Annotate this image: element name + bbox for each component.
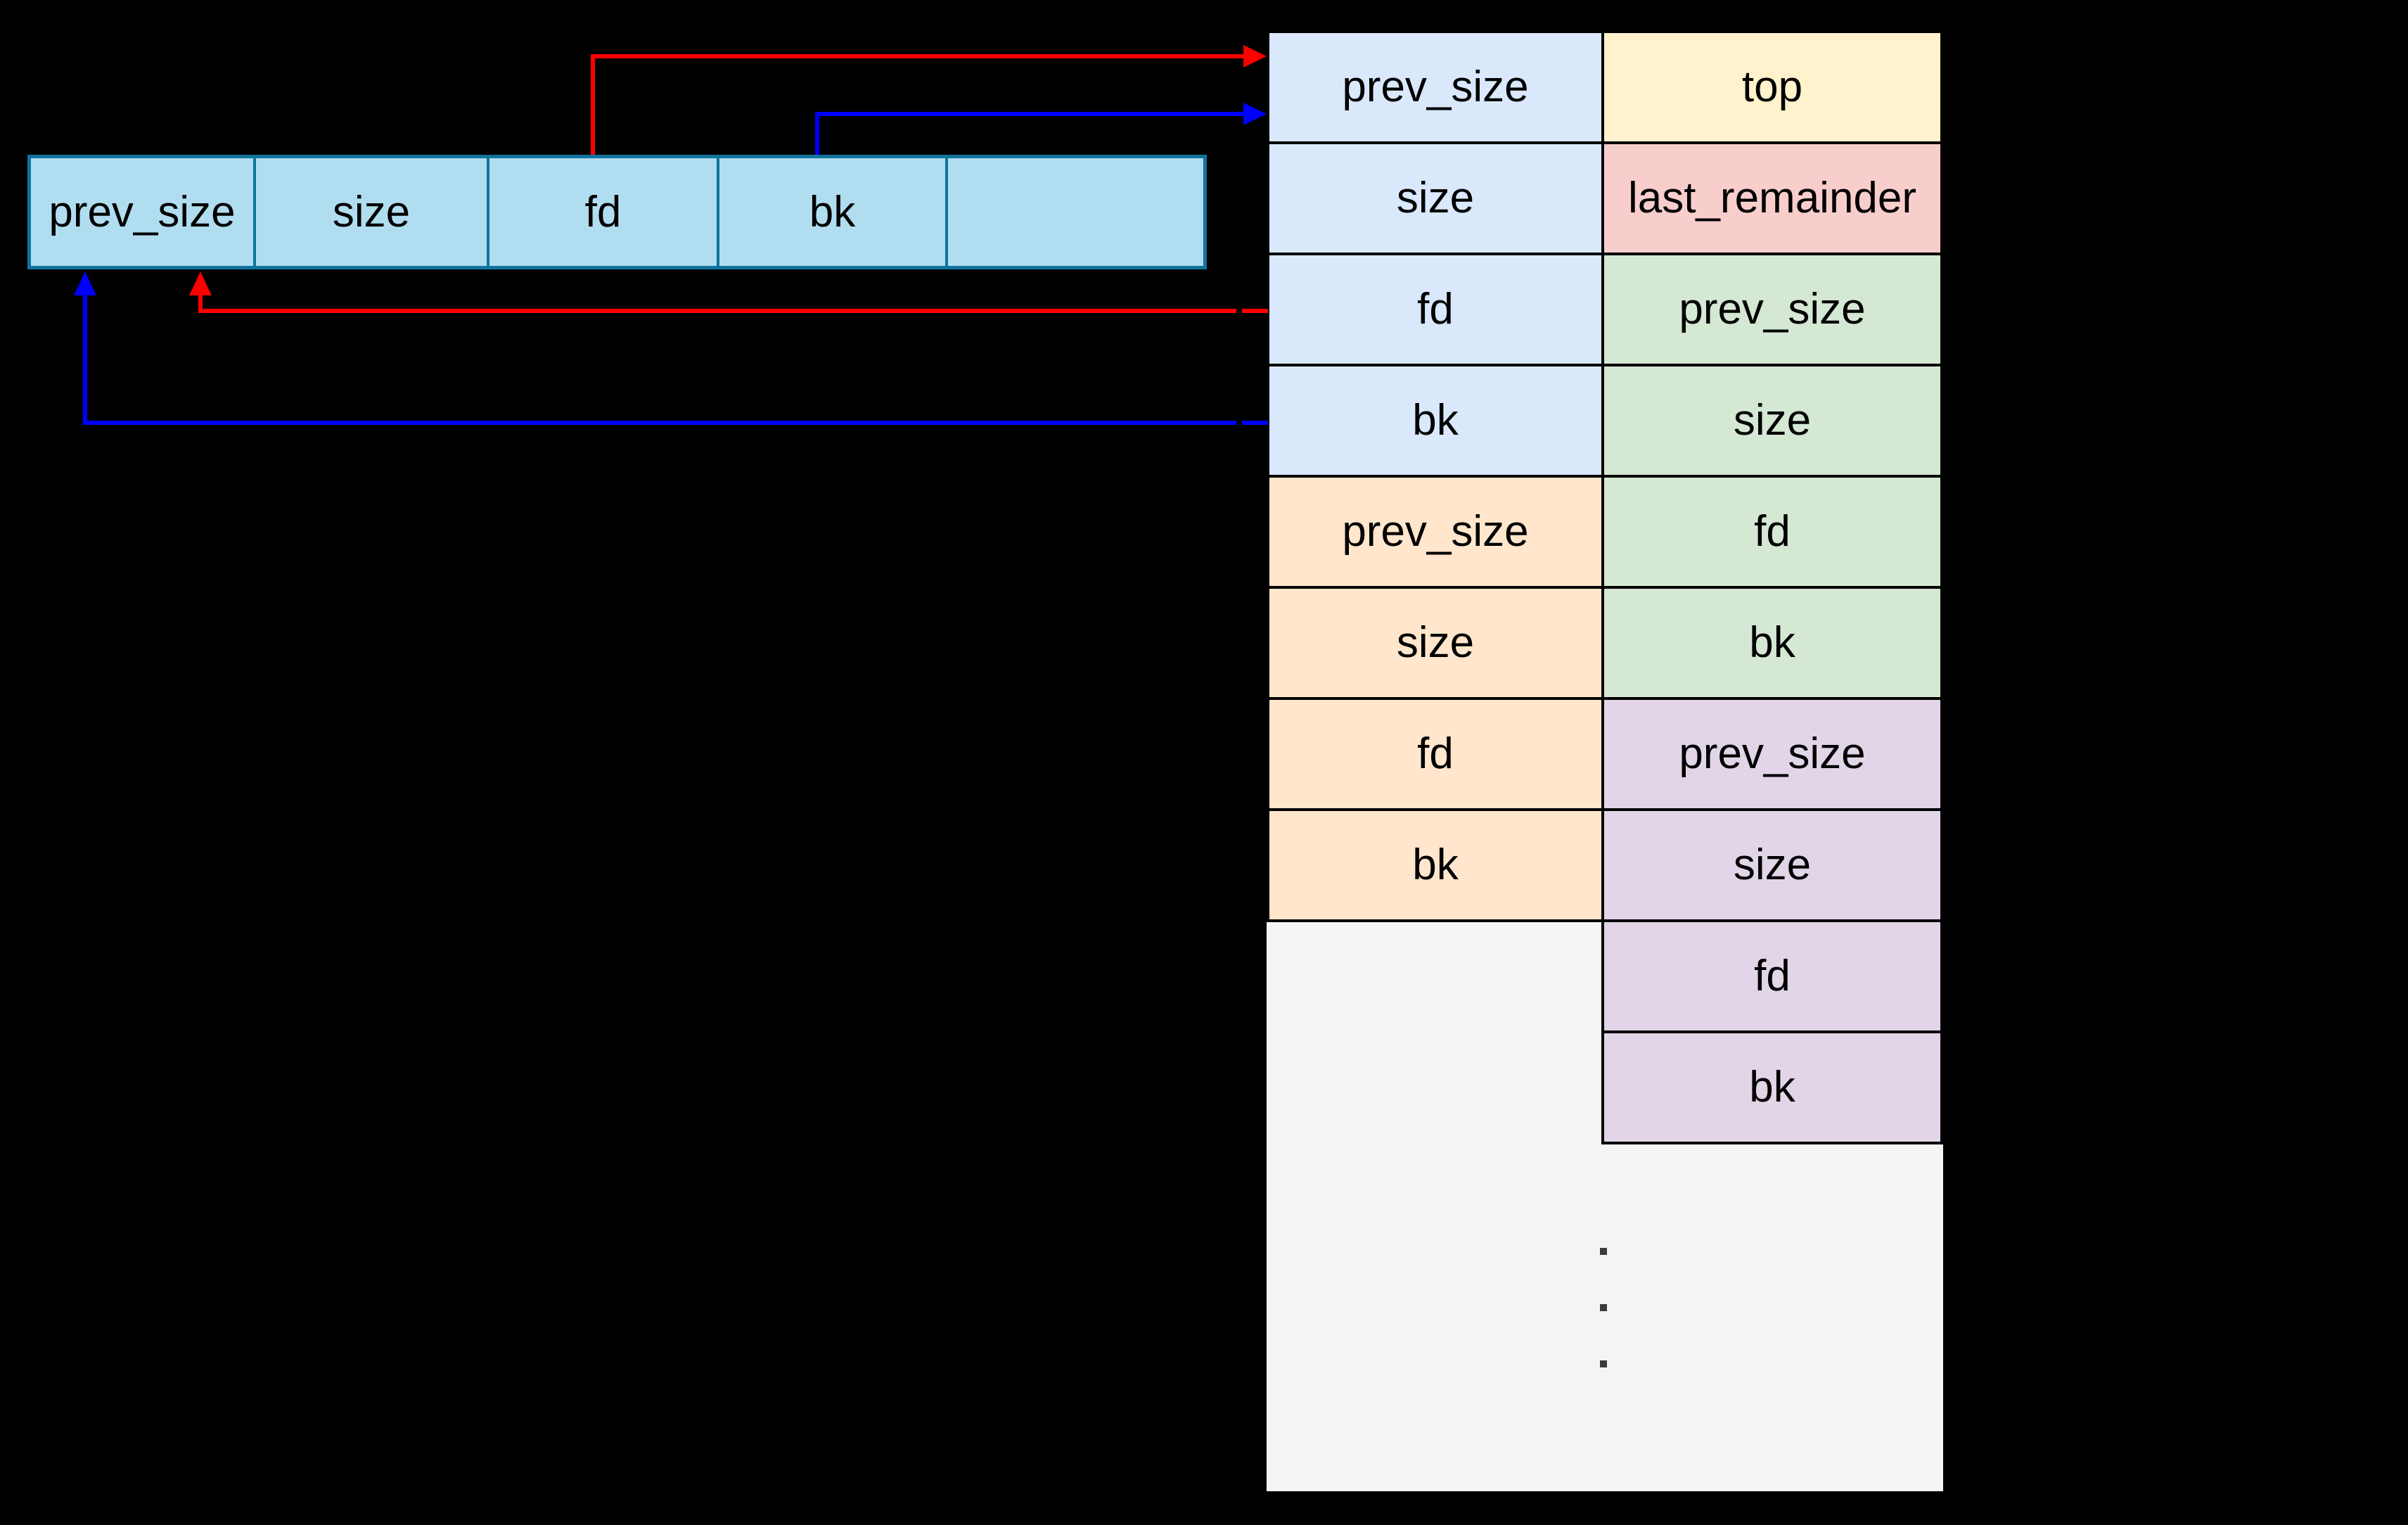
- chunk-cell-prev-size: prev_size: [49, 187, 236, 236]
- bin-left-cell-size: size: [1267, 586, 1604, 700]
- bin-right-cell-fd: fd: [1601, 475, 1943, 589]
- bin-left-cell-prev-size: prev_size: [1267, 475, 1604, 589]
- bin-left-cell-fd: fd: [1267, 253, 1604, 366]
- bin-right-cell-fd: fd: [1601, 919, 1943, 1033]
- bin-right-cell-bk: bk: [1601, 586, 1943, 700]
- chunk-cell-fd: fd: [487, 158, 717, 266]
- bin-left-cell-fd: fd: [1267, 697, 1604, 811]
- bin-left-cell-bk: bk: [1267, 808, 1604, 922]
- arrow-chunk-bk-to-bin: [815, 103, 1267, 155]
- chunk-cell-size: size: [253, 158, 487, 266]
- arrow-chunk-fd-to-bin: [591, 45, 1267, 155]
- bin-left-cell-prev-size: prev_size: [1267, 30, 1604, 144]
- arrow-bin-fd-to-chunk: [189, 272, 1268, 313]
- bin-right-cell-last-remainder: last_remainder: [1601, 141, 1943, 255]
- bin-left-cell-bk: bk: [1267, 364, 1604, 478]
- ellipsis-dot: [1600, 1304, 1607, 1311]
- bin-right-cell-prev-size: prev_size: [1601, 253, 1943, 366]
- bin-column-left: prev_size size fd bk prev_size size fd b…: [1267, 30, 1604, 922]
- arrow-bin-bk-to-chunk: [74, 272, 1268, 425]
- bin-right-cell-bk: bk: [1601, 1031, 1943, 1144]
- free-chunk: prev_size size fd bk: [27, 155, 1207, 269]
- chunk-cell-bk: bk: [717, 158, 945, 266]
- bin-right-cell-prev-size: prev_size: [1601, 697, 1943, 811]
- bin-right-cell-size: size: [1601, 808, 1943, 922]
- ellipsis-dot: [1600, 1360, 1607, 1367]
- bin-right-cell-top: top: [1601, 30, 1943, 144]
- bin-column-right: top last_remainder prev_size size fd bk …: [1601, 30, 1943, 1144]
- chunk-cell-data: [945, 158, 1203, 266]
- bin-left-cell-size: size: [1267, 141, 1604, 255]
- ellipsis-dot: [1600, 1248, 1607, 1255]
- bin-right-cell-size: size: [1601, 364, 1943, 478]
